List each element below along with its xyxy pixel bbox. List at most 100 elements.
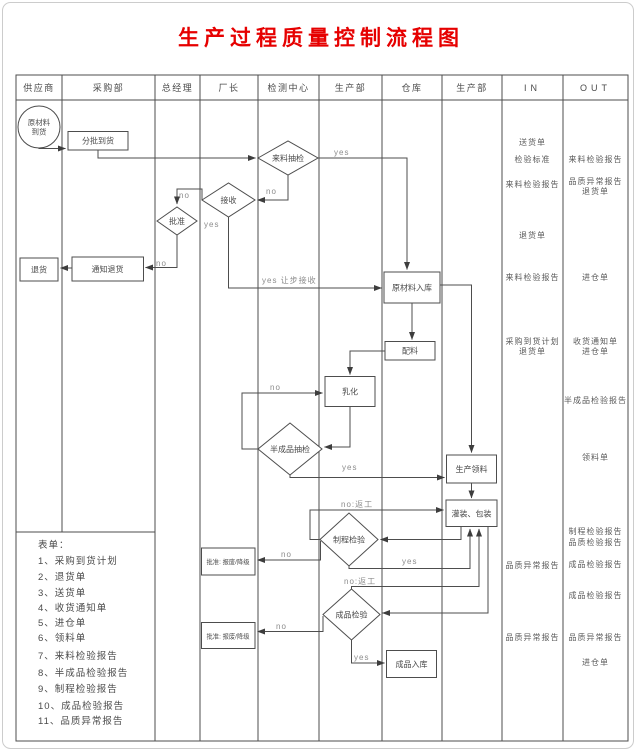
svg-text:配料: 配料 (402, 346, 418, 356)
node-production-picking: 生产领料 (446, 454, 497, 484)
edge-accept-no-to-approve (174, 188, 203, 205)
in-doc-return-note-2: 退货单 (519, 346, 546, 356)
node-filling-packing: 灌装、包装 (445, 499, 498, 527)
label-final-rework: no:返工 (344, 577, 376, 586)
node-mixing: 配料 (384, 341, 436, 361)
svg-text:半成品抽检: 半成品抽检 (270, 444, 310, 454)
out-doc-receipt-notice: 收货通知单 (573, 336, 618, 346)
label-process-no: no (281, 550, 292, 559)
lane-header-production1: 生产部 (335, 82, 367, 93)
label-concession-accept: yes 让步接收 (262, 275, 317, 285)
node-semiproduct-sampling-check: 半成品抽检 (257, 422, 323, 476)
form-list-title: 表单： (38, 539, 70, 551)
out-doc-warehouse-in-note-3: 进仓单 (582, 657, 609, 667)
in-doc-quality-abnormal: 品质异常报告 (506, 560, 560, 570)
label-final-yes: yes (354, 653, 369, 662)
node-approve-scrap-downgrade-1: 批准: 报废/降级 (201, 547, 256, 576)
form-list-item: 7、来料检验报告 (38, 650, 118, 662)
node-accept-decision: 接收 (201, 182, 256, 218)
svg-text:批准: 报废/降级: 批准: 报废/降级 (206, 632, 250, 641)
form-list-item: 1、采购到货计划 (38, 555, 118, 567)
lane-header-supplier: 供应商 (23, 82, 55, 93)
lane-header-in: IN (524, 83, 541, 93)
svg-text:通知退货: 通知退货 (92, 264, 124, 274)
node-finished-product-storein: 成品入库 (386, 650, 437, 678)
lane-headers: 供应商 采购部 总经理 厂长 检测中心 生产部 仓库 生产部 IN OUT (23, 82, 607, 93)
in-doc-return-note: 退货单 (519, 230, 546, 240)
in-doc-incoming-report: 来料检验报告 (506, 179, 560, 189)
in-doc-quality-abnormal-2: 品质异常报告 (506, 632, 560, 642)
out-doc-incoming-report: 来料检验报告 (569, 154, 623, 164)
edge-finalcheck-yes-to-finalin (351, 640, 385, 666)
form-list-item: 2、退货单 (38, 571, 86, 583)
edge-processcheck-yes-loop (348, 528, 473, 569)
edge-emulsify-to-semicheck (324, 406, 351, 450)
page-title: 生产过程质量控制流程图 (178, 26, 464, 50)
lane-header-gm: 总经理 (162, 82, 194, 93)
edge-processcheck-rework-loop (309, 507, 444, 540)
node-notify-return: 通知退货 (71, 256, 144, 282)
form-list-item: 5、进仓单 (38, 617, 86, 629)
out-doc-finished-report: 成品检验报告 (569, 559, 623, 569)
form-list: 表单： 1、采购到货计划 2、退货单 3、送货单 4、收货通知单 5、进仓单 6… (38, 539, 128, 727)
label-semi-no: no (270, 383, 281, 392)
svg-text:来料抽检: 来料抽检 (272, 153, 304, 163)
node-finished-product-check: 成品检验 (322, 588, 381, 641)
svg-text:原材料: 原材料 (28, 117, 51, 127)
in-doc-purchase-plan: 采购到货计划 (506, 336, 560, 346)
edge-batch-to-incoming (97, 150, 256, 161)
node-inprocess-check: 制程检验 (319, 512, 379, 567)
flow-nodes: 原材料 到货 分批到货 来料抽检 接收 批准 通知退货 退货 原材 (17, 105, 498, 678)
edge-processcheck-no-to-scrap1 (257, 541, 321, 563)
svg-text:制程检验: 制程检验 (333, 535, 365, 545)
form-list-item: 10、成品检验报告 (38, 700, 124, 712)
form-list-item: 4、收货通知单 (38, 602, 107, 614)
edge-approve-no-to-notify (145, 235, 178, 271)
out-doc-quality-report: 品质检验报告 (569, 537, 623, 547)
out-doc-finished-report-2: 成品检验报告 (569, 590, 623, 600)
in-column-docs: 送货单 检验标准 来料检验报告 退货单 来料检验报告 采购到货计划 退货单 品质… (506, 137, 560, 642)
edge-accept-yes-concession (228, 217, 382, 291)
in-doc-incoming-report-2: 来料检验报告 (506, 272, 560, 282)
svg-text:灌装、包装: 灌装、包装 (452, 509, 492, 519)
label-process-rework: no:返工 (341, 500, 373, 509)
label-process-yes: yes (402, 557, 417, 566)
label-accept-no: no (179, 191, 190, 200)
edge-finalcheck-no-to-scrap2 (257, 616, 324, 635)
node-batch-arrival: 分批到货 (67, 131, 129, 151)
label-semi-yes: yes (342, 463, 357, 472)
svg-text:成品检验: 成品检验 (336, 610, 368, 620)
svg-text:批准: 报废/降级: 批准: 报废/降级 (206, 557, 250, 566)
out-column-docs: 来料检验报告 品质异常报告 退货单 进仓单 收货通知单 进仓单 半成品检验报告 … (564, 154, 626, 667)
node-approve-decision: 批准 (156, 206, 198, 236)
out-doc-inprocess-report: 制程检验报告 (569, 526, 623, 536)
edge-materialin-to-pick (440, 284, 475, 453)
lane-header-director: 厂长 (218, 82, 239, 93)
edge-filling-to-finalcheck (382, 526, 489, 616)
svg-text:到货: 到货 (32, 127, 47, 137)
node-emulsify: 乳化 (324, 376, 376, 407)
node-incoming-sampling-check: 来料抽检 (256, 140, 320, 176)
svg-text:退货: 退货 (31, 265, 47, 275)
svg-text:生产领料: 生产领料 (456, 464, 488, 474)
svg-text:原材料入库: 原材料入库 (392, 283, 432, 293)
edge-filling-to-processcheck (380, 526, 462, 543)
svg-text:批准: 批准 (169, 216, 185, 226)
edge-semicheck-no-loop (241, 390, 323, 450)
label-approve-no: no (156, 259, 167, 268)
form-list-item: 9、制程检验报告 (38, 683, 118, 695)
lane-header-production2: 生产部 (456, 82, 488, 93)
swimlane-grid (15, 74, 629, 742)
out-doc-warehouse-in-note: 进仓单 (582, 272, 609, 282)
form-list-item: 6、领料单 (38, 632, 86, 644)
label-accept-yes: yes (204, 220, 219, 229)
flow-edges (38, 145, 489, 666)
label-incoming-no: no (266, 187, 277, 196)
svg-text:成品入库: 成品入库 (396, 659, 428, 669)
edge-finalcheck-rework-loop (351, 528, 482, 589)
form-list-item: 8、半成品检验报告 (38, 667, 128, 679)
edge-incoming-no-to-accept (257, 175, 289, 203)
